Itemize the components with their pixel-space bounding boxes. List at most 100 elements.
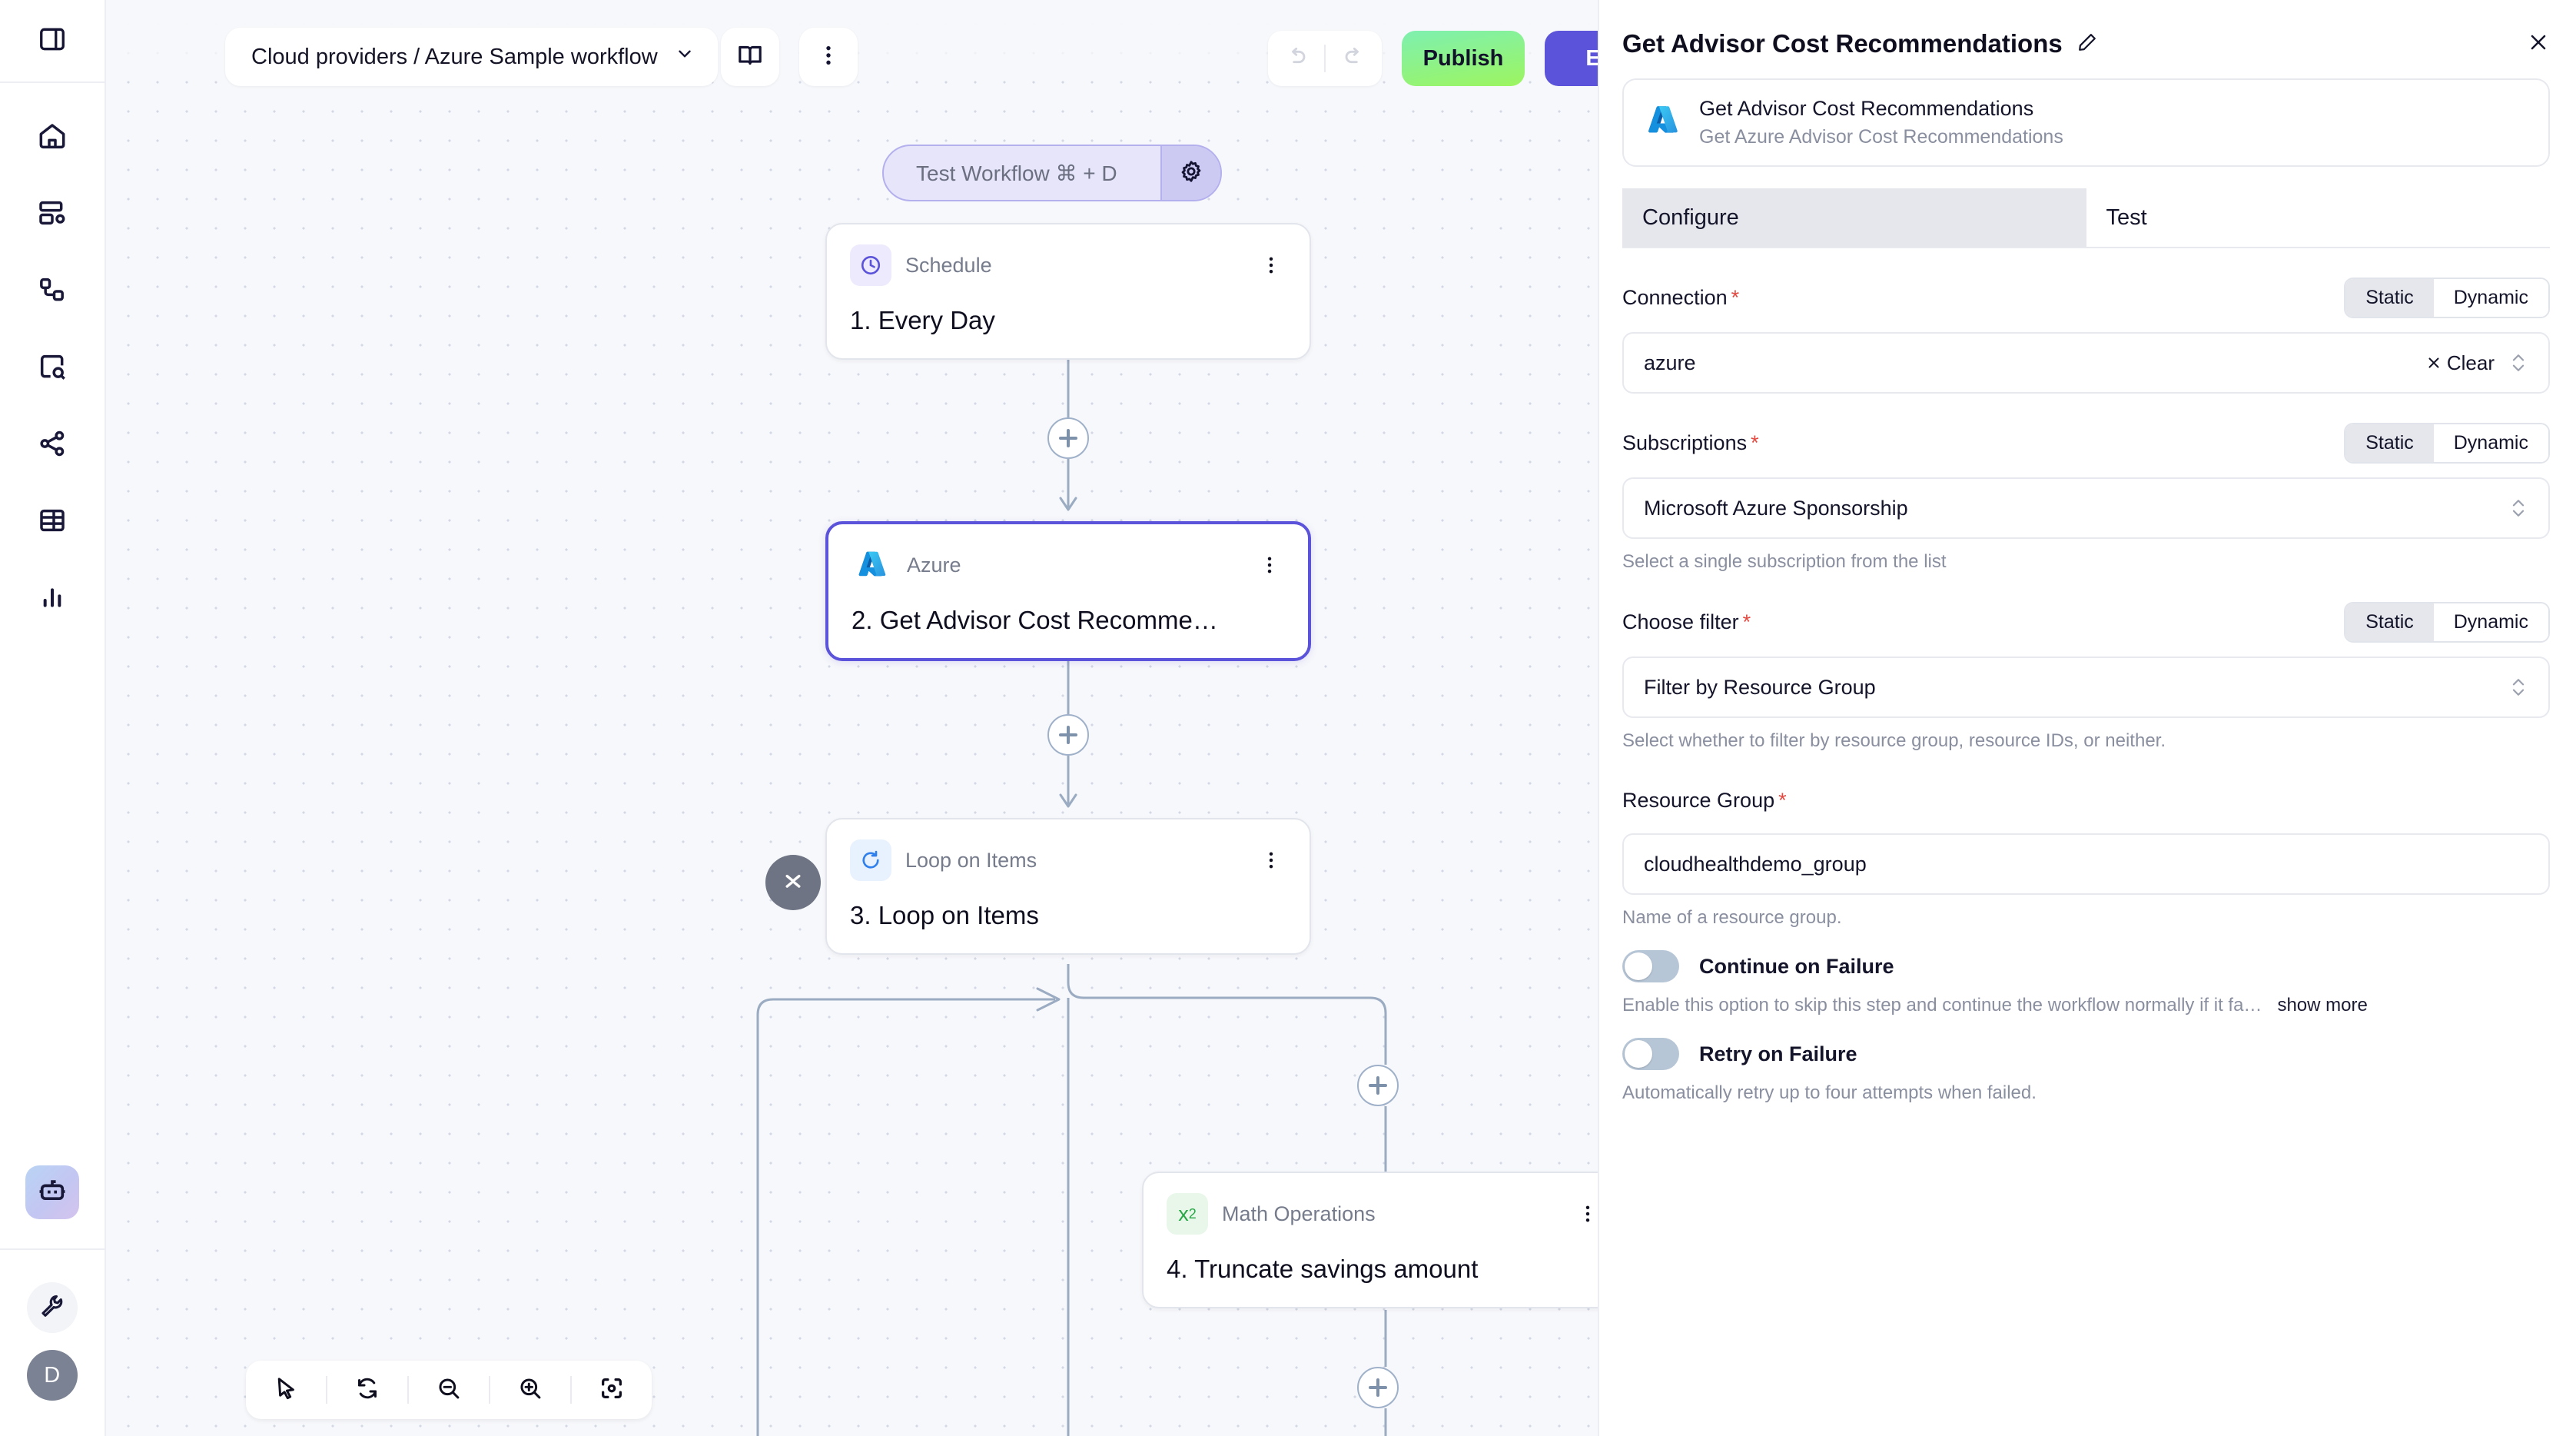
retry-on-failure-toggle[interactable] [1622, 1038, 1679, 1070]
publish-button[interactable]: Publish [1402, 31, 1525, 86]
required-marker: * [1742, 610, 1751, 633]
settings-wrench-button[interactable] [27, 1282, 78, 1333]
rail-nav [27, 83, 78, 623]
book-icon [736, 42, 764, 73]
collapse-loop-button[interactable] [765, 855, 821, 910]
node-title: 2. Get Advisor Cost Recomme… [851, 606, 1218, 634]
continue-on-failure-hint: Enable this option to skip this step and… [1622, 995, 2262, 1016]
fit-view-button[interactable] [572, 1361, 652, 1419]
test-settings-button[interactable] [1160, 146, 1220, 200]
user-avatar[interactable]: D [27, 1350, 78, 1401]
gear-icon [1179, 159, 1203, 188]
redo-button[interactable] [1326, 45, 1382, 73]
add-step-button[interactable] [1047, 417, 1089, 459]
workflow-node-loop[interactable]: Loop on Items 3. Loop on Items [825, 818, 1311, 955]
subscriptions-value: Microsoft Azure Sponsorship [1644, 496, 1908, 520]
workflow-edges [756, 355, 1387, 1436]
retry-on-failure-row: Retry on Failure [1622, 1038, 2550, 1070]
segment-static[interactable]: Static [2345, 424, 2434, 462]
test-workflow-button[interactable]: Test Workflow ⌘ + D [916, 161, 1117, 185]
field-connection: Connection * Static Dynamic azure Clear [1622, 278, 2550, 394]
undo-button[interactable] [1268, 45, 1324, 73]
segment-dynamic[interactable]: Dynamic [2433, 279, 2548, 317]
node-menu-button[interactable] [1256, 849, 1286, 871]
reset-tool-button[interactable] [327, 1361, 407, 1419]
required-marker: * [1751, 431, 1759, 454]
node-config-panel: Get Advisor Cost Recommendations [1598, 0, 2576, 1436]
subscriptions-mode-segment: Static Dynamic [2344, 423, 2550, 464]
zoom-in-icon [517, 1375, 543, 1405]
docs-button[interactable] [721, 28, 779, 86]
node-menu-button[interactable] [1254, 554, 1285, 576]
rename-node-button[interactable] [2076, 32, 2098, 57]
sidebar-item-home[interactable] [27, 111, 78, 161]
loop-refresh-icon [850, 839, 891, 881]
retry-on-failure-hint-row: Automatically retry up to four attempts … [1622, 1082, 2550, 1104]
refresh-icon [354, 1375, 380, 1405]
sidebar-item-explore[interactable] [27, 341, 78, 392]
workflow-menu-button[interactable] [799, 28, 858, 86]
resource-group-input[interactable]: cloudhealthdemo_group [1622, 833, 2550, 895]
toggle-knob [1625, 1040, 1652, 1068]
tab-configure[interactable]: Configure [1622, 188, 2086, 247]
add-step-button[interactable] [1047, 714, 1089, 756]
node-card-title: Get Advisor Cost Recommendations [1699, 97, 2034, 120]
zoom-out-button[interactable] [409, 1361, 489, 1419]
agent-robot-button[interactable] [25, 1165, 79, 1219]
workflow-breadcrumb-button[interactable]: Cloud providers / Azure Sample workflow [225, 28, 718, 86]
toggle-knob [1625, 952, 1652, 980]
segment-static[interactable]: Static [2345, 279, 2434, 317]
exit-button[interactable]: Exit [1545, 31, 1598, 86]
panel-toggle-button[interactable] [0, 0, 105, 83]
breadcrumb: Cloud providers / Azure Sample workflow [251, 44, 658, 69]
segment-dynamic[interactable]: Dynamic [2433, 424, 2548, 462]
field-hint: Select a single subscription from the li… [1622, 551, 1947, 572]
sidebar-item-workflows[interactable] [27, 264, 78, 315]
node-menu-button[interactable] [1256, 254, 1286, 276]
pointer-tool-button[interactable] [246, 1361, 326, 1419]
workflow-node-azure[interactable]: Azure 2. Get Advisor Cost Recomme… [825, 521, 1311, 661]
field-hint: Name of a resource group. [1622, 907, 1842, 928]
zoom-in-button[interactable] [490, 1361, 570, 1419]
segment-dynamic[interactable]: Dynamic [2433, 603, 2548, 641]
sidebar-item-analytics[interactable] [27, 572, 78, 623]
panel-header: Get Advisor Cost Recommendations [1599, 0, 2576, 58]
tab-test[interactable]: Test [2086, 188, 2550, 247]
continue-on-failure-toggle[interactable] [1622, 950, 1679, 982]
undo-icon [1284, 45, 1309, 73]
sidebar-item-integrations[interactable] [27, 418, 78, 469]
add-step-button[interactable] [1357, 1065, 1399, 1106]
chevron-updown-icon[interactable] [2505, 350, 2531, 376]
workflow-node-schedule[interactable]: Schedule 1. Every Day [825, 223, 1311, 360]
workflow-canvas[interactable]: Cloud providers / Azure Sample workflow [106, 0, 1598, 1436]
choose-filter-select[interactable]: Filter by Resource Group [1622, 657, 2550, 718]
field-subscriptions: Subscriptions * Static Dynamic Microsoft… [1622, 423, 2550, 573]
close-panel-button[interactable] [2527, 31, 2550, 58]
required-marker: * [1778, 788, 1787, 812]
clear-connection-button[interactable]: Clear [2425, 351, 2495, 375]
azure-logo-icon [1644, 101, 1682, 144]
panel-body: Connection * Static Dynamic azure Clear [1599, 248, 2576, 1436]
sidebar-item-dashboard[interactable] [27, 188, 78, 238]
clear-label: Clear [2446, 351, 2495, 374]
field-resource-group: Resource Group * cloudhealthdemo_group N… [1622, 781, 2550, 929]
node-menu-button[interactable] [1572, 1203, 1598, 1225]
connection-select[interactable]: azure Clear [1622, 332, 2550, 394]
toolbar-divider [489, 1376, 490, 1404]
segment-static[interactable]: Static [2345, 603, 2434, 641]
add-step-button[interactable] [1357, 1367, 1399, 1408]
chevron-updown-icon[interactable] [2505, 674, 2531, 700]
panel-toggle-icon [38, 25, 67, 58]
subscriptions-select[interactable]: Microsoft Azure Sponsorship [1622, 477, 2550, 539]
connection-value: azure [1644, 351, 1696, 374]
sidebar-item-tables[interactable] [27, 495, 78, 546]
toolbar-divider [570, 1376, 572, 1404]
continue-on-failure-hint-row: Enable this option to skip this step and… [1622, 995, 2550, 1016]
show-more-link[interactable]: show more [2277, 995, 2368, 1016]
continue-on-failure-row: Continue on Failure [1622, 950, 2550, 982]
chevron-updown-icon[interactable] [2505, 495, 2531, 521]
canvas-toolbar [246, 1361, 652, 1419]
redo-icon [1342, 45, 1366, 73]
